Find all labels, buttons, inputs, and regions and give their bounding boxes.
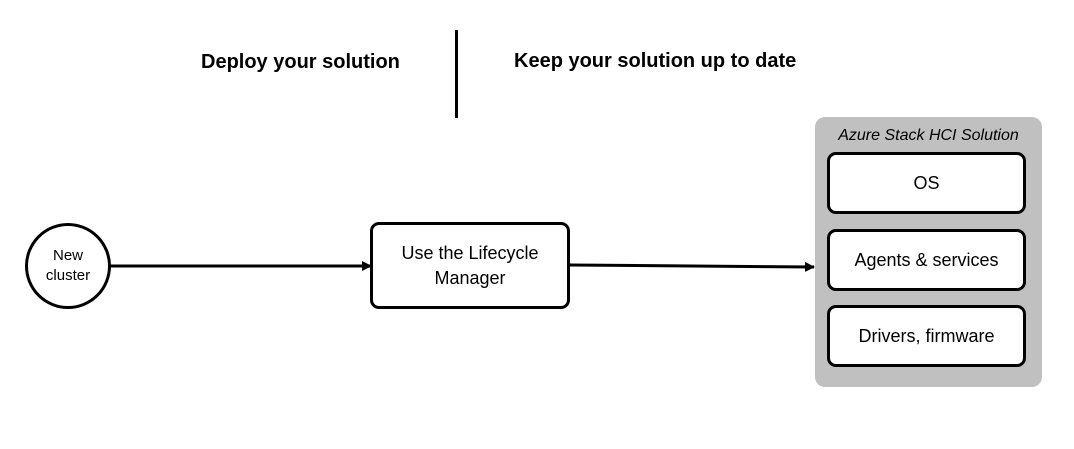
lifecycle-manager-label-line1: Use the Lifecycle bbox=[401, 242, 539, 263]
section-divider bbox=[455, 30, 458, 118]
component-os: OS bbox=[827, 152, 1026, 214]
deploy-heading: Deploy your solution bbox=[201, 51, 400, 73]
lifecycle-manager-label-line2: Manager bbox=[434, 267, 506, 288]
arrow-lifecycle-to-solution bbox=[569, 261, 815, 272]
component-agents-services: Agents & services bbox=[827, 229, 1026, 291]
lifecycle-manager-node: Use the Lifecycle Manager bbox=[370, 222, 570, 309]
new-cluster-node: New cluster bbox=[25, 223, 111, 309]
component-drivers-firmware: Drivers, firmware bbox=[827, 305, 1026, 367]
azure-stack-hci-solution-panel: Azure Stack HCI Solution OS Agents & ser… bbox=[815, 117, 1042, 387]
solution-panel-title: Azure Stack HCI Solution bbox=[838, 127, 1019, 144]
new-cluster-label-line1: New bbox=[52, 247, 83, 264]
new-cluster-label-line2: cluster bbox=[45, 267, 91, 284]
keep-up-to-date-heading: Keep your solution up to date bbox=[514, 50, 797, 72]
